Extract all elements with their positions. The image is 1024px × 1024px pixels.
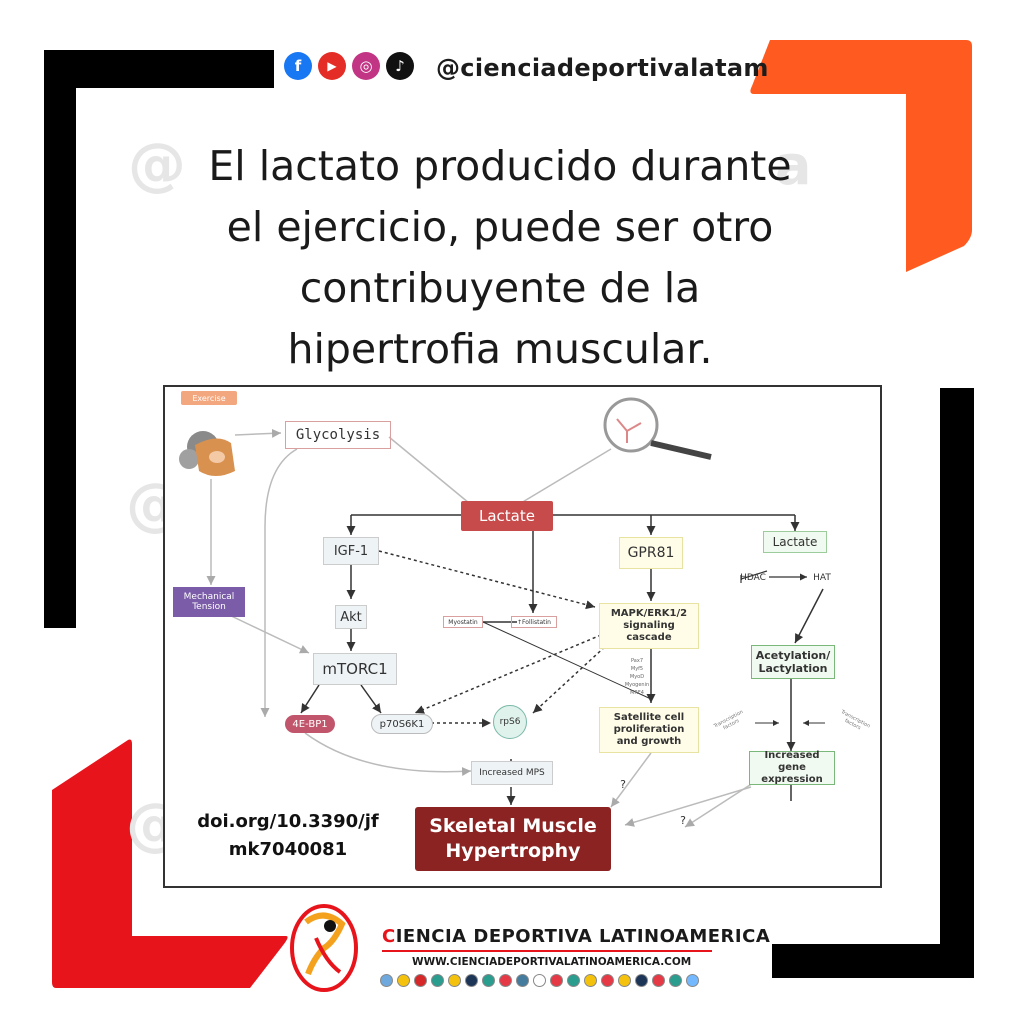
increased-gene-expression-node: Increased gene expression [749,751,835,785]
headline-line-2: el ejercicio, puede ser otro [170,197,830,258]
frame-top-left-vertical [44,50,76,628]
brand-url[interactable]: WWW.CIENCIADEPORTIVALATINOAMERICA.COM [412,956,691,968]
social-handle: @cienciadeportivalatam [436,54,769,82]
flag-icon [397,974,410,987]
instagram-icon[interactable]: ◎ [352,52,380,80]
headline-line-3: contribuyente de la [170,258,830,319]
satellite-cell-node: Satellite cell proliferation and growth [599,707,699,753]
acetylation-lactylation-node: Acetylation/ Lactylation [751,645,835,679]
satellite-line-1: Satellite cell [614,712,684,724]
doi-line-1: doi.org/10.3390/jf [188,808,388,836]
mapk-line-3: cascade [626,632,671,644]
flag-icon [448,974,461,987]
factor-pax7: Pax7 [631,657,643,665]
mapk-line-1: MAPK/ERK1/2 [611,608,687,620]
4e-bp1-node: 4E-BP1 [285,715,335,733]
flag-icon [516,974,529,987]
doi-reference: doi.org/10.3390/jf mk7040081 [188,808,388,864]
flag-icon [431,974,444,987]
mapk-erk-cascade-node: MAPK/ERK1/2 signaling cascade [599,603,699,649]
increased-mps-node: Increased MPS [471,761,553,785]
brand-divider [382,950,712,952]
factor-myf5: Myf5 [631,665,643,673]
igf1-node: IGF-1 [323,537,379,565]
doi-line-2: mk7040081 [188,836,388,864]
gene-line-2: expression [761,774,822,786]
lactate-main-node: Lactate [461,501,553,531]
satellite-line-3: and growth [617,736,682,748]
magnifier-illustration [605,399,711,457]
question-mark-center: ? [617,777,629,791]
satellite-line-2: proliferation [614,724,685,736]
flag-icon [652,974,665,987]
gene-line-1: Increased gene [750,750,834,774]
brand-name-initial: C [382,926,396,947]
hdac-label: HDAC [733,571,773,585]
question-mark-right: ? [677,813,689,827]
flag-icon [414,974,427,987]
skeletal-muscle-hypertrophy-node: Skeletal Muscle Hypertrophy [415,807,611,871]
headline-line-4: hipertrofia muscular. [170,319,830,380]
brand-name: CIENCIA DEPORTIVA LATINOAMERICA [382,926,770,947]
country-flags-row [380,974,699,987]
flag-icon [601,974,614,987]
hat-label: HAT [807,571,837,585]
mtorc1-node: mTORC1 [313,653,397,685]
flag-icon [567,974,580,987]
hypertrophy-line-1: Skeletal Muscle [429,814,597,839]
social-icons-row: f ▶ ◎ ♪ [284,52,414,80]
rps6-node: rpS6 [493,705,527,739]
headline-line-1: El lactato producido durante [170,136,830,197]
frame-top-left-horizontal [44,50,274,88]
exercise-label: Exercise [181,391,237,405]
brand-name-rest: IENCIA DEPORTIVA LATINOAMERICA [396,926,771,947]
tiktok-icon[interactable]: ♪ [386,52,414,80]
mechanical-tension-node: Mechanical Tension [173,587,245,617]
follistatin-node: ↑Follistatin [511,616,557,628]
facebook-icon[interactable]: f [284,52,312,80]
flag-icon [618,974,631,987]
p70s6k1-node: p70S6K1 [371,714,433,734]
gpr81-node: GPR81 [619,537,683,569]
glycolysis-node: Glycolysis [285,421,391,449]
youtube-icon[interactable]: ▶ [318,52,346,80]
mapk-line-2: signaling [623,620,675,632]
mechanical-tension-label: Mechanical Tension [173,592,245,612]
flag-icon [635,974,648,987]
frame-right-vertical [940,388,974,978]
flag-icon [465,974,478,987]
myostatin-node: Myostatin [443,616,483,628]
transcription-factors-list: Pax7 Myf5 MyoD Myogenin MRF4 [617,655,657,699]
flag-icon [686,974,699,987]
flag-icon [499,974,512,987]
flag-icon [482,974,495,987]
flag-icon [380,974,393,987]
factor-myod: MyoD [630,673,644,681]
acetylation-line-1: Acetylation/ [756,649,831,662]
factor-mrf4: MRF4 [630,689,644,697]
hypertrophy-line-2: Hypertrophy [445,839,580,864]
factor-myogenin: Myogenin [625,681,649,689]
flag-icon [584,974,597,987]
acetylation-line-2: Lactylation [759,662,828,675]
headline: El lactato producido durante el ejercici… [170,136,830,380]
brand-logo [286,902,362,994]
flag-icon [669,974,682,987]
exercise-illustration [179,431,235,476]
lactate-right-node: Lactate [763,531,827,553]
frame-bottom-right-horizontal [772,944,974,978]
flag-icon [533,974,546,987]
akt-node: Akt [335,605,367,629]
flag-icon [550,974,563,987]
